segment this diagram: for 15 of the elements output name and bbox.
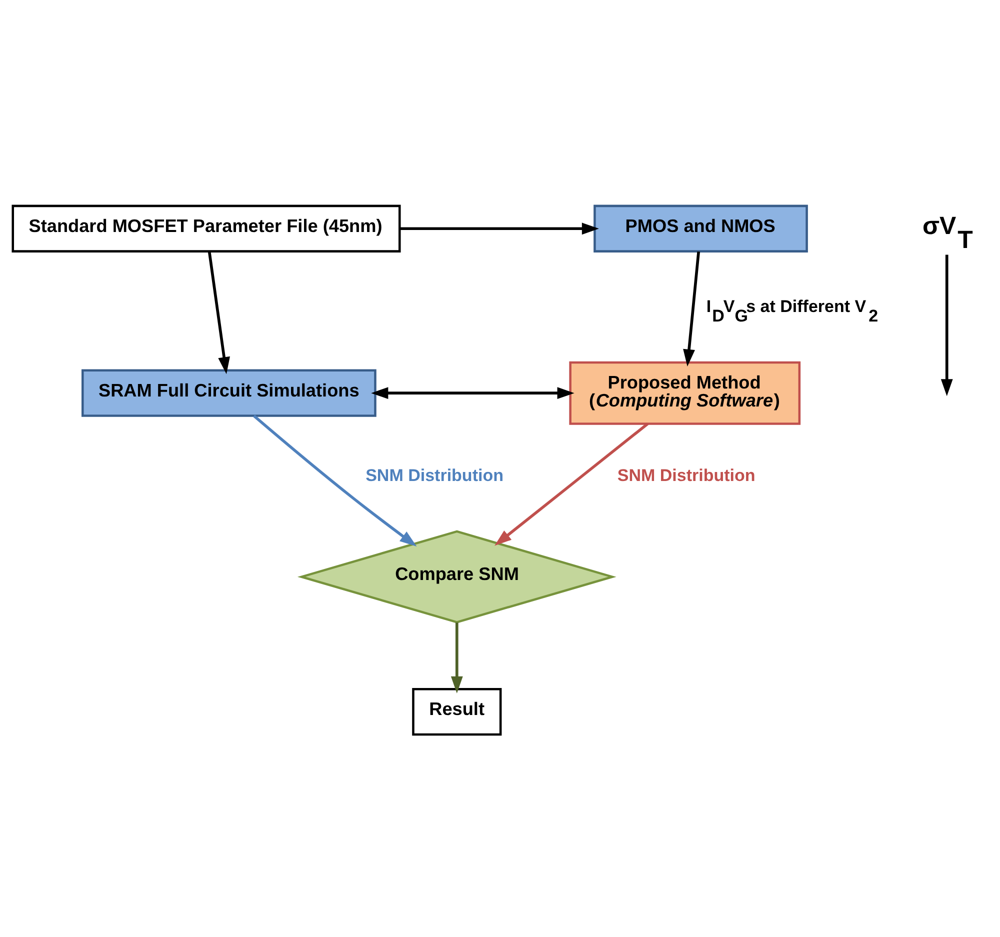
node-box: Standard MOSFET Parameter File (45nm) [12,204,401,252]
edge-label: SNM Distribution [366,466,504,485]
edge-label: SNM Distribution [617,466,756,485]
node-box: PMOS and NMOS [594,204,808,252]
arrow [400,222,599,235]
arrow [940,254,953,396]
arrow [683,252,700,366]
node-box: SRAM Full Circuit Simulations [82,369,376,417]
arrow [371,387,574,400]
arrow [253,414,417,546]
node-box: Result [412,688,502,736]
node-box: Proposed Method (Computing Software) [569,361,801,425]
arrow [208,251,230,374]
arrow [494,422,649,546]
arrow [450,622,463,694]
